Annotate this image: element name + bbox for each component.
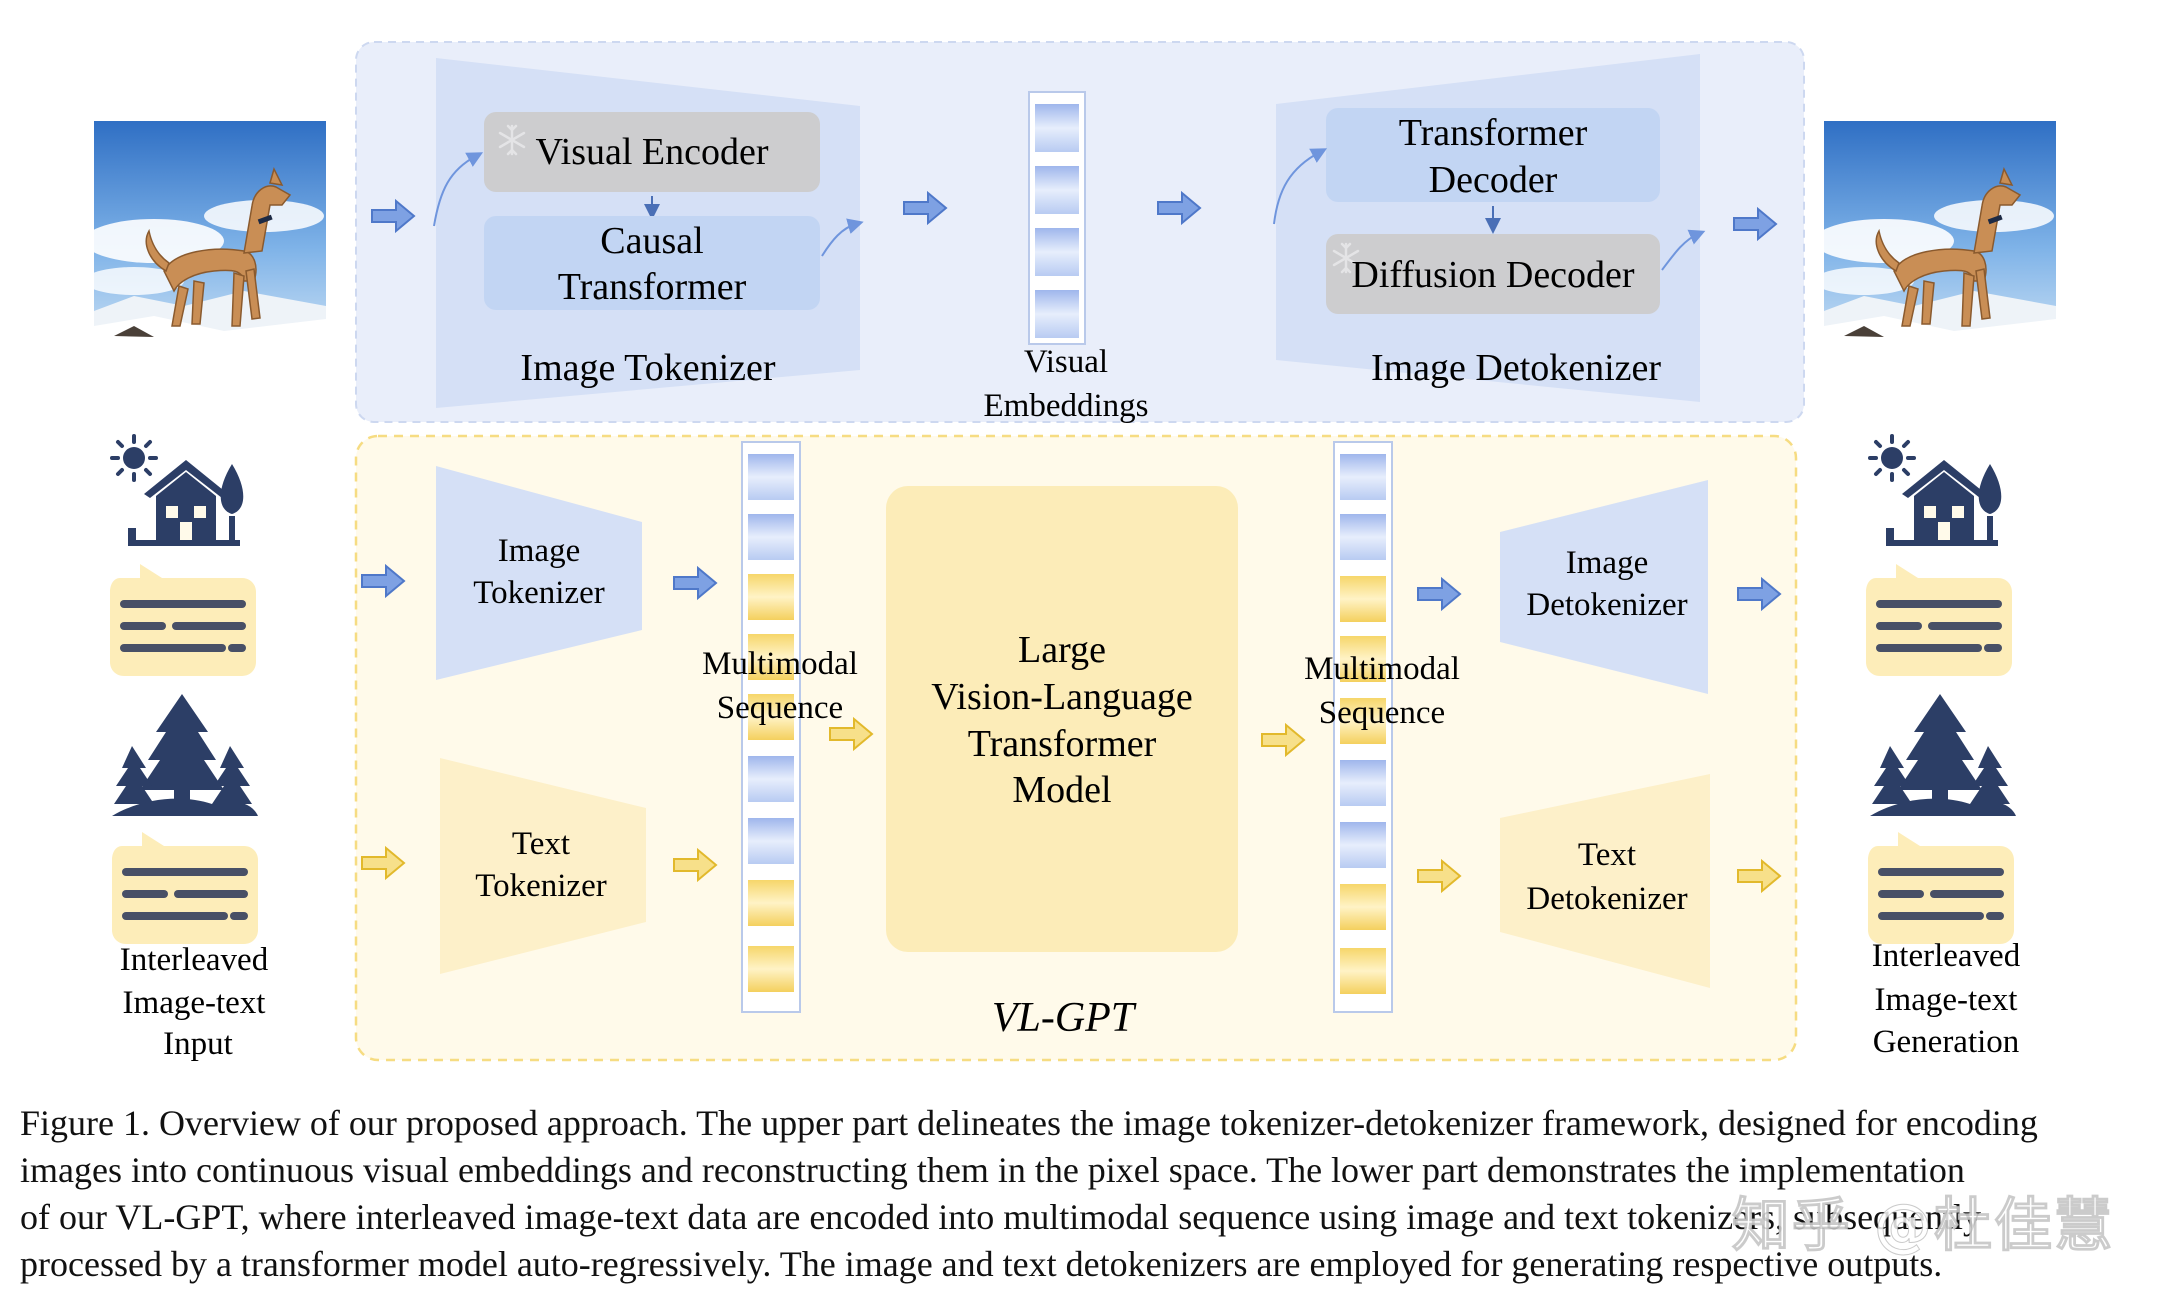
text-tokenizer-label-2: Tokenizer [475,868,606,904]
multimodal-sequence-left [741,441,801,1013]
multimodal-sequence-right [1333,441,1393,1013]
text-detokenizer-label-2: Detokenizer [1526,881,1687,917]
caption-line-4: processed by a transformer model auto-re… [20,1244,1943,1284]
tree-icon [112,694,258,816]
transformer-decoder-box [1326,108,1660,202]
visual-embeddings-label-1: Visual [1024,344,1108,380]
multimodal-sequence-right-label-1: Multimodal [1304,651,1460,687]
image-detokenizer-title: Image Detokenizer [1371,347,1661,389]
caption-line-2: images into continuous visual embeddings… [20,1150,1965,1190]
transformer-model-label-1: Large [1018,629,1106,671]
house-icon [110,434,246,548]
lower-image-detokenizer-label-2: Detokenizer [1526,587,1687,623]
figure-caption: Figure 1. Overview of our proposed appro… [20,1100,2146,1288]
transformer-decoder-label-2: Decoder [1429,159,1558,201]
lower-image-detokenizer-label-1: Image [1566,545,1648,581]
output-dog-photo [1813,120,2057,354]
text-tokenizer-label-1: Text [512,826,570,862]
transformer-model-label-3: Transformer [968,723,1157,765]
caption-line-3: of our VL-GPT, where interleaved image-t… [20,1197,1982,1237]
text-detokenizer-shape [1500,774,1710,988]
lower-image-tokenizer-label-2: Tokenizer [473,575,604,611]
caption-line-1: Figure 1. Overview of our proposed appro… [20,1103,2038,1143]
lower-image-detokenizer-shape [1500,480,1708,694]
diffusion-decoder-box [1326,234,1660,314]
visual-embeddings-stack [1028,91,1086,345]
causal-transformer-box [484,216,820,310]
speech-bubble-icon [110,564,256,676]
speech-bubble-icon-output-2 [1868,832,2014,944]
output-label-3: Generation [1873,1024,2020,1060]
visual-encoder-label: Visual Encoder [535,131,768,173]
diffusion-decoder-label: Diffusion Decoder [1351,254,1635,296]
text-detokenizer-label-1: Text [1578,837,1636,873]
transformer-model-label-2: Vision-Language [931,676,1193,718]
tree-icon-output [1870,694,2016,816]
watermark: 知乎 @杜佳慧 [1731,1191,2114,1260]
transformer-model-box [886,486,1238,952]
transformer-model-label-4: Model [1012,769,1111,811]
input-label-2: Image-text [123,985,266,1021]
output-label-2: Image-text [1875,982,2018,1018]
visual-encoder-box [484,112,820,192]
visual-embeddings-label-2: Embeddings [984,388,1149,424]
multimodal-sequence-left-label-1: Multimodal [702,646,858,682]
speech-bubble-icon-output [1866,564,2012,676]
transformer-decoder-label-1: Transformer [1399,112,1588,154]
speech-bubble-icon-2 [112,832,258,944]
input-label-1: Interleaved [120,942,269,978]
output-label-1: Interleaved [1872,938,2021,974]
text-tokenizer-shape [440,758,646,974]
lower-image-tokenizer-label-1: Image [498,533,580,569]
input-dog-photo [83,120,327,354]
causal-transformer-label-2: Transformer [558,266,747,308]
image-tokenizer-title: Image Tokenizer [520,347,775,389]
input-label-3: Input [163,1026,233,1062]
causal-transformer-label-1: Causal [600,220,703,262]
vl-gpt-title: VL-GPT [992,995,1137,1041]
house-icon-output [1868,434,2004,548]
multimodal-sequence-left-label-2: Sequence [717,690,843,726]
multimodal-sequence-right-label-2: Sequence [1319,695,1445,731]
lower-image-tokenizer-shape [436,466,642,680]
